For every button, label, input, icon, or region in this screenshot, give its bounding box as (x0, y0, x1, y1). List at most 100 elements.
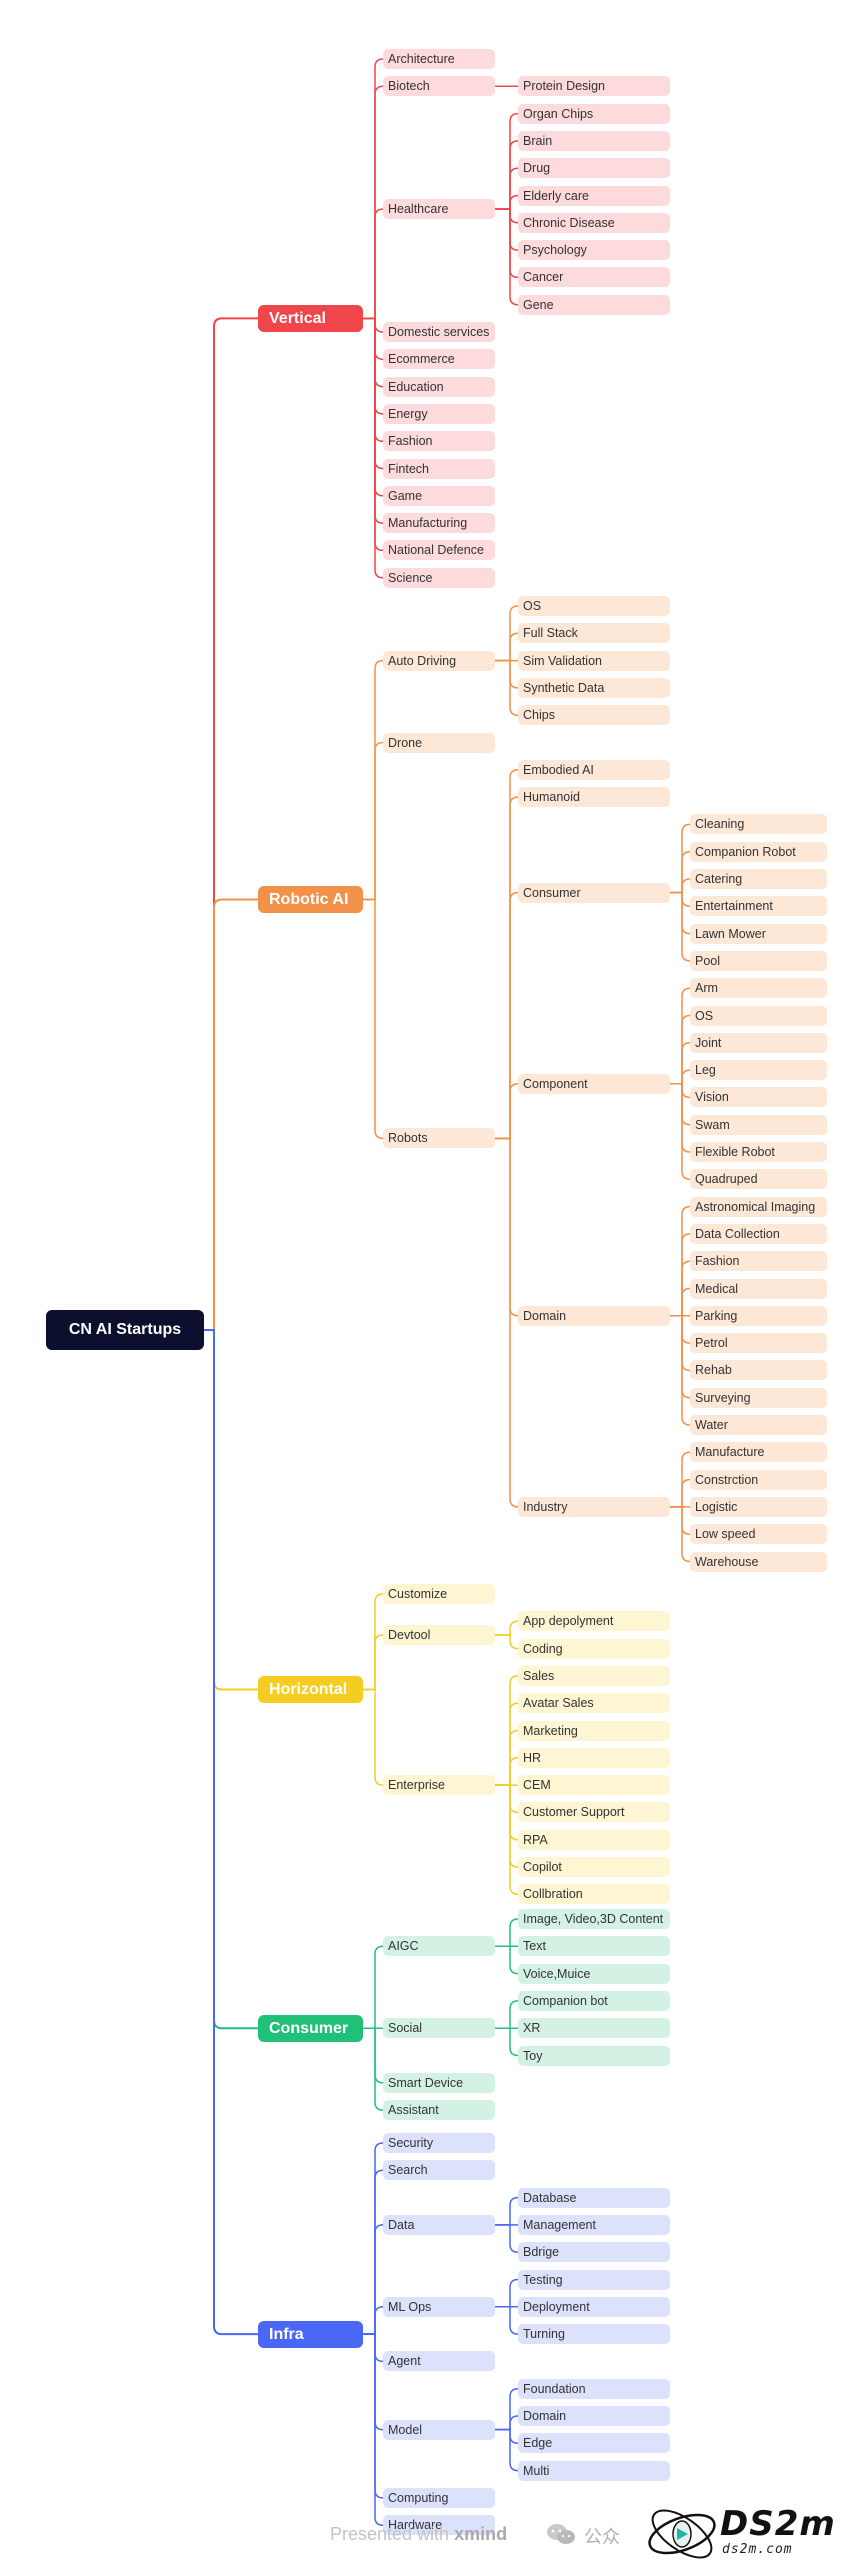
topic-astronomical-imaging[interactable]: Astronomical Imaging (690, 1196, 827, 1217)
topic-domain[interactable]: Domain (518, 1305, 670, 1326)
topic-computing[interactable]: Computing (383, 2487, 495, 2508)
topic-domestic-services[interactable]: Domestic services (383, 322, 495, 342)
topic-quadruped[interactable]: Quadruped (690, 1169, 827, 1190)
topic-pool[interactable]: Pool (690, 950, 827, 971)
topic-healthcare[interactable]: Healthcare (383, 199, 495, 220)
branch-vertical[interactable]: Vertical (258, 304, 363, 332)
topic-petrol[interactable]: Petrol (690, 1333, 827, 1354)
topic-image-video-3d-content[interactable]: Image, Video,3D Content (518, 1909, 670, 1929)
topic-agent[interactable]: Agent (383, 2351, 495, 2372)
topic-ml-ops[interactable]: ML Ops (383, 2296, 495, 2317)
topic-hardware[interactable]: Hardware (383, 2515, 495, 2536)
topic-fashion[interactable]: Fashion (383, 431, 495, 452)
topic-industry[interactable]: Industry (518, 1496, 670, 1517)
topic-cem[interactable]: CEM (518, 1775, 670, 1796)
topic-copilot[interactable]: Copilot (518, 1857, 670, 1877)
topic-customize[interactable]: Customize (383, 1584, 495, 1604)
topic-embodied-ai[interactable]: Embodied AI (518, 759, 670, 780)
topic-marketing[interactable]: Marketing (518, 1720, 670, 1741)
topic-medical[interactable]: Medical (690, 1278, 827, 1299)
topic-energy[interactable]: Energy (383, 403, 495, 424)
topic-xr[interactable]: XR (518, 2018, 670, 2039)
topic-gene[interactable]: Gene (518, 294, 670, 315)
topic-manufacture[interactable]: Manufacture (690, 1442, 827, 1463)
topic-security[interactable]: Security (383, 2133, 495, 2153)
topic-flexible-robot[interactable]: Flexible Robot (690, 1142, 827, 1162)
topic-hr[interactable]: HR (518, 1747, 670, 1768)
topic-lawn-mower[interactable]: Lawn Mower (690, 923, 827, 944)
topic-edge[interactable]: Edge (518, 2433, 670, 2454)
topic-water[interactable]: Water (690, 1415, 827, 1435)
topic-constrction[interactable]: Constrction (690, 1469, 827, 1490)
topic-deployment[interactable]: Deployment (518, 2296, 670, 2317)
topic-drone[interactable]: Drone (383, 732, 495, 753)
branch-robotic-ai[interactable]: Robotic AI (258, 885, 363, 913)
topic-companion-robot[interactable]: Companion Robot (690, 841, 827, 862)
topic-toy[interactable]: Toy (518, 2045, 670, 2066)
topic-devtool[interactable]: Devtool (383, 1624, 495, 1645)
topic-collbration[interactable]: Collbration (518, 1884, 670, 1905)
topic-synthetic-data[interactable]: Synthetic Data (518, 677, 670, 698)
topic-voice-muice[interactable]: Voice,Muice (518, 1963, 670, 1984)
topic-logistic[interactable]: Logistic (690, 1496, 827, 1517)
topic-vision[interactable]: Vision (690, 1087, 827, 1108)
topic-coding[interactable]: Coding (518, 1638, 670, 1659)
topic-smart-device[interactable]: Smart Device (383, 2072, 495, 2093)
topic-companion-bot[interactable]: Companion bot (518, 1990, 670, 2011)
topic-component[interactable]: Component (518, 1073, 670, 1094)
topic-database[interactable]: Database (518, 2187, 670, 2208)
root-node[interactable]: CN AI Startups (46, 1310, 204, 1350)
topic-auto-driving[interactable]: Auto Driving (383, 650, 495, 671)
topic-avatar-sales[interactable]: Avatar Sales (518, 1693, 670, 1714)
topic-cancer[interactable]: Cancer (518, 267, 670, 288)
topic-protein-design[interactable]: Protein Design (518, 76, 670, 97)
topic-brain[interactable]: Brain (518, 130, 670, 151)
branch-horizontal[interactable]: Horizontal (258, 1676, 363, 1704)
topic-surveying[interactable]: Surveying (690, 1387, 827, 1408)
topic-fintech[interactable]: Fintech (383, 458, 495, 479)
topic-chronic-disease[interactable]: Chronic Disease (518, 212, 670, 233)
topic-sim-validation[interactable]: Sim Validation (518, 650, 670, 671)
branch-infra[interactable]: Infra (258, 2320, 363, 2348)
topic-fashion[interactable]: Fashion (690, 1251, 827, 1272)
topic-science[interactable]: Science (383, 567, 495, 588)
topic-leg[interactable]: Leg (690, 1060, 827, 1081)
topic-data[interactable]: Data (383, 2214, 495, 2235)
topic-chips[interactable]: Chips (518, 705, 670, 726)
topic-architecture[interactable]: Architecture (383, 49, 495, 69)
topic-testing[interactable]: Testing (518, 2269, 670, 2290)
topic-full-stack[interactable]: Full Stack (518, 623, 670, 644)
topic-warehouse[interactable]: Warehouse (690, 1551, 827, 1572)
topic-assistant[interactable]: Assistant (383, 2100, 495, 2121)
topic-cleaning[interactable]: Cleaning (690, 814, 827, 835)
topic-search[interactable]: Search (383, 2160, 495, 2181)
topic-education[interactable]: Education (383, 376, 495, 397)
topic-data-collection[interactable]: Data Collection (690, 1223, 827, 1244)
topic-management[interactable]: Management (518, 2214, 670, 2235)
topic-psychology[interactable]: Psychology (518, 240, 670, 261)
topic-parking[interactable]: Parking (690, 1305, 827, 1326)
topic-joint[interactable]: Joint (690, 1032, 827, 1053)
topic-os[interactable]: OS (690, 1005, 827, 1026)
topic-model[interactable]: Model (383, 2419, 495, 2440)
topic-humanoid[interactable]: Humanoid (518, 787, 670, 808)
topic-game[interactable]: Game (383, 485, 495, 506)
topic-elderly-care[interactable]: Elderly care (518, 185, 670, 206)
topic-robots[interactable]: Robots (383, 1128, 495, 1149)
topic-rpa[interactable]: RPA (518, 1829, 670, 1850)
branch-consumer[interactable]: Consumer (258, 2014, 363, 2042)
topic-customer-support[interactable]: Customer Support (518, 1802, 670, 1823)
topic-consumer[interactable]: Consumer (518, 882, 670, 903)
topic-foundation[interactable]: Foundation (518, 2378, 670, 2399)
topic-aigc[interactable]: AIGC (383, 1936, 495, 1957)
topic-domain[interactable]: Domain (518, 2406, 670, 2426)
topic-app-depolyment[interactable]: App depolyment (518, 1611, 670, 1632)
topic-bdrige[interactable]: Bdrige (518, 2242, 670, 2263)
topic-os[interactable]: OS (518, 596, 670, 616)
topic-enterprise[interactable]: Enterprise (383, 1775, 495, 1796)
topic-ecommerce[interactable]: Ecommerce (383, 349, 495, 370)
topic-manufacturing[interactable]: Manufacturing (383, 513, 495, 534)
topic-national-defence[interactable]: National Defence (383, 540, 495, 561)
topic-sales[interactable]: Sales (518, 1665, 670, 1686)
topic-turning[interactable]: Turning (518, 2324, 670, 2345)
